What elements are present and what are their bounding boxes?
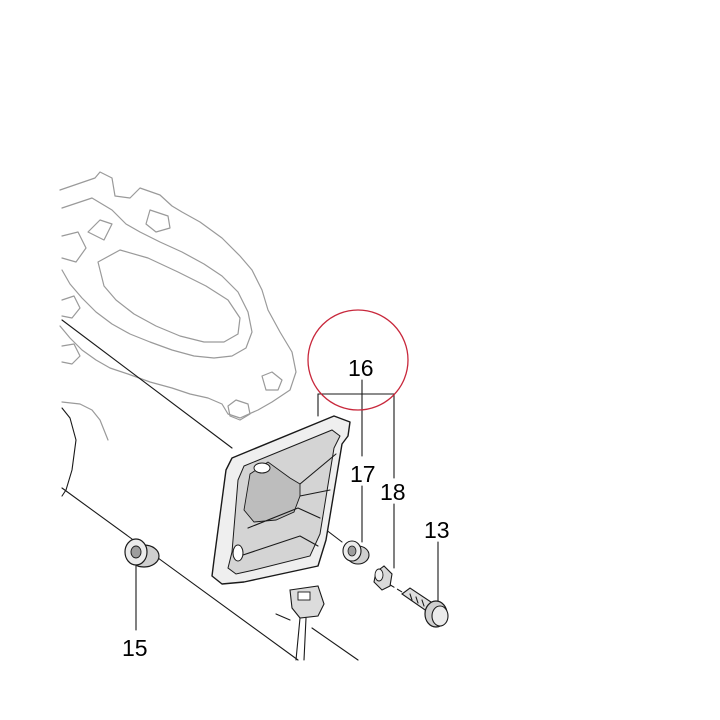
connector	[275, 585, 325, 661]
callout-16: 16	[348, 355, 374, 381]
background-frame-outline	[59, 171, 297, 441]
leader-lines	[317, 379, 395, 569]
highlight-circle	[307, 309, 409, 411]
grommet-part-15	[124, 538, 160, 631]
callout-17: 17	[350, 461, 376, 487]
side-panel	[61, 407, 77, 497]
callout-15: 15	[122, 635, 148, 661]
bolt-part-13	[401, 541, 449, 628]
callout-18: 18	[380, 479, 406, 505]
callout-13: 13	[424, 517, 450, 543]
grommet-part-17	[342, 540, 370, 565]
sleeve-part-18	[373, 565, 393, 591]
bracket-cover-part	[211, 415, 351, 585]
